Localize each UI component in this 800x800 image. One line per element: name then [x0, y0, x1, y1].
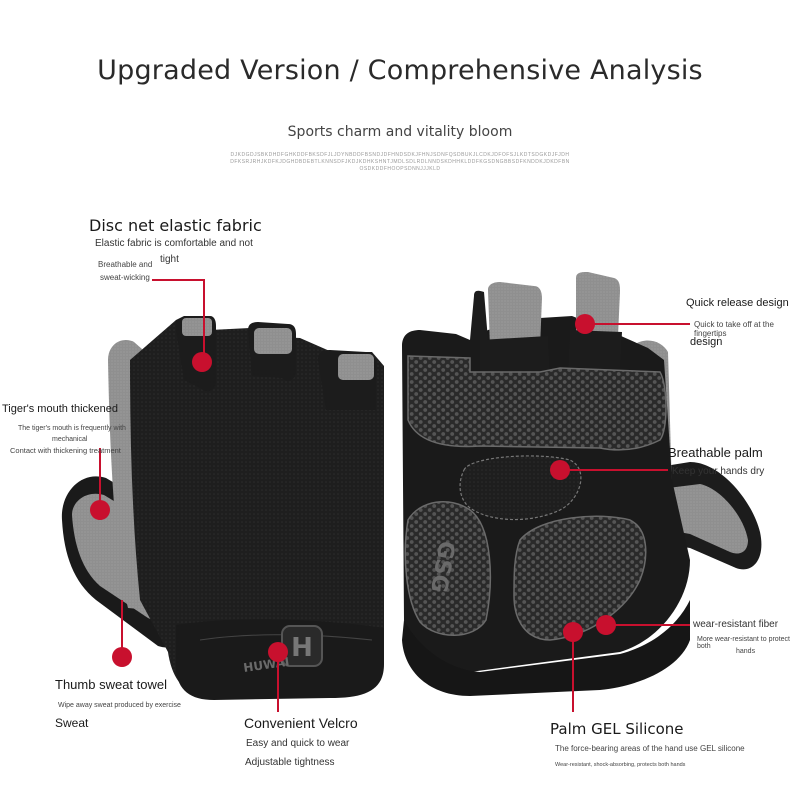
marker-disc-net — [192, 352, 212, 372]
callout-tigers-mouth-title: Tiger's mouth thickened — [2, 403, 119, 415]
callout-velcro-line1: Easy and quick to wear — [246, 738, 350, 749]
marker-breathable-palm — [550, 460, 570, 480]
callout-wear-resistant-title: wear-resistant fiber — [693, 619, 779, 630]
callout-tigers-mouth-line2: mechanical — [52, 436, 88, 443]
callout-quick-release-title: Quick release design — [686, 297, 789, 309]
callout-velcro-line2: Adjustable tightness — [245, 757, 335, 768]
left-finger-middle-tip — [254, 328, 292, 354]
callout-gel-line1: The force-bearing areas of the hand use … — [555, 744, 745, 753]
velcro-tab-logo: H — [291, 633, 313, 663]
callout-thumb-towel-line1: Wipe away sweat produced by exercise — [58, 702, 181, 709]
marker-wear-resistant — [596, 615, 616, 635]
callout-thumb-towel-line2: Sweat — [55, 716, 89, 730]
callout-velcro-title: Convenient Velcro — [244, 715, 358, 731]
callout-quick-release-line2: design — [690, 336, 723, 348]
markers — [90, 314, 616, 667]
marker-quick-release — [575, 314, 595, 334]
callout-thumb-towel-title: Thumb sweat towel — [55, 677, 167, 692]
left-glove-body — [130, 318, 384, 698]
left-finger-ring-tip — [338, 354, 374, 380]
right-thumb-suede — [668, 484, 748, 554]
page-subtitle: Sports charm and vitality bloom — [287, 124, 513, 140]
callout-disc-net-note1: Breathable and — [98, 260, 153, 269]
marker-tigers-mouth — [90, 500, 110, 520]
left-glove-back: H HUWAI — [61, 316, 384, 700]
callout-breathable-palm-title: Breathable palm — [668, 445, 763, 460]
gel-pad-lower-right — [513, 515, 647, 641]
fine-print: DJKDGDJSBKDHDFGHKDDFBKSDFJLJDYNBDDFBSNDJ… — [230, 152, 570, 172]
page-title: Upgraded Version / Comprehensive Analysi… — [97, 55, 703, 86]
gel-pad-lower-left — [404, 501, 492, 636]
callout-tigers-mouth-line1: The tiger's mouth is frequently with — [18, 425, 126, 432]
marker-gel — [563, 622, 583, 642]
marker-velcro — [268, 642, 288, 662]
callout-breathable-palm-line1: Keep your hands dry — [672, 466, 765, 477]
callout-gel-line2: Wear-resistant, shock-absorbing, protect… — [555, 762, 686, 768]
callout-disc-net-title: Disc net elastic fabric — [89, 216, 262, 235]
callout-disc-net-note2: sweat-wicking — [100, 273, 150, 282]
callout-tigers-mouth-line3: Contact with thickening treatment — [10, 446, 121, 455]
left-finger-index-tip — [182, 318, 212, 336]
right-finger-tip-index — [488, 282, 542, 348]
callout-wear-resistant-line1: More wear-resistant to protect both — [697, 636, 790, 650]
callout-gel-title: Palm GEL Silicone — [550, 720, 684, 738]
gel-pad-upper — [407, 355, 667, 451]
callout-disc-net-line2: tight — [160, 254, 179, 265]
callout-wear-resistant-line2: hands — [736, 648, 756, 655]
marker-thumb-towel — [112, 647, 132, 667]
right-cuff — [402, 600, 690, 696]
leader-disc-net — [152, 279, 205, 360]
callout-disc-net-line1: Elastic fabric is comfortable and not — [95, 238, 253, 249]
callout-quick-release-line1: Quick to take off at the fingertips — [694, 320, 774, 338]
